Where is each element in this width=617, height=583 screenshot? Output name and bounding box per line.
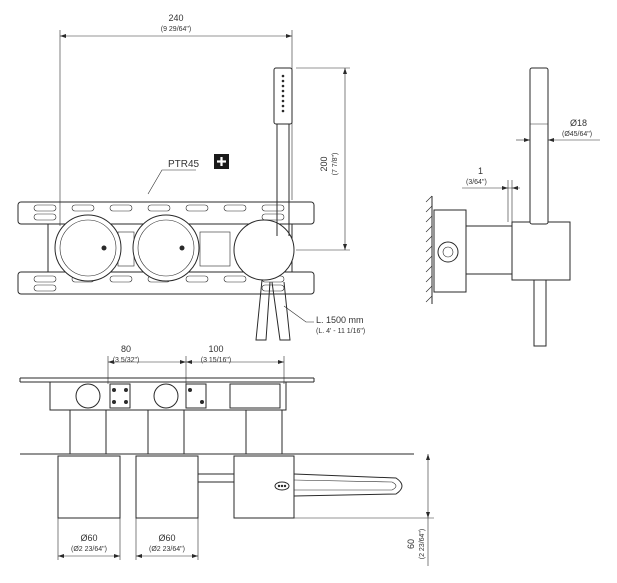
width-dimension-inch: (9 29/64"): [161, 26, 192, 33]
side-view: Ø18 (Ø45/64") 1 (3/64"): [425, 67, 600, 347]
mixer-handle-1: [54, 214, 122, 282]
shower-height-label: 200: [319, 156, 329, 171]
shower-height-inch: (7 7/8"): [332, 153, 339, 176]
handle-diameter-1-label: Ø60: [80, 533, 97, 543]
hand-shower-holder: [233, 219, 295, 281]
center-distance-2-inch: (3 15/16"): [201, 357, 232, 364]
center-distance-1-inch: (3 5/32"): [113, 357, 140, 364]
part-code-label: PTR45: [168, 159, 200, 170]
hose-length-inch: (L. 4' - 11 1/16"): [316, 328, 365, 335]
handle-diameter-2-label: Ø60: [158, 533, 175, 543]
center-distance-1-label: 80: [121, 344, 131, 354]
top-holder: [233, 455, 295, 519]
mixer-handle-2: [132, 214, 200, 282]
top-view: 80 (3 5/32") 100 (3 15/16") Ø60 (Ø2 23/6…: [19, 344, 434, 566]
top-handle-1: [57, 455, 121, 519]
side-handle: [511, 221, 571, 281]
top-hand-shower: [293, 473, 403, 497]
handle-depth-label: 60: [406, 539, 416, 549]
top-handle-2: [135, 455, 199, 519]
gap-dimension-label: 1: [478, 166, 483, 176]
width-dimension-label: 240: [168, 13, 183, 23]
shower-diameter-inch: (Ø45/64"): [562, 131, 592, 138]
handle-depth-inch: (2 23/64"): [419, 529, 426, 560]
shower-hose: [255, 279, 271, 341]
shower-diameter-label: Ø18: [570, 118, 587, 128]
handle-diameter-2-inch: (Ø2 23/64"): [149, 546, 185, 553]
side-hand-shower: [529, 67, 549, 225]
hose-length-label: L. 1500 mm: [316, 315, 364, 325]
front-view: 240 (9 29/64"): [17, 13, 365, 341]
gap-dimension-inch: (3/64"): [466, 179, 487, 186]
center-distance-2-label: 100: [208, 344, 223, 354]
handle-diameter-1-inch: (Ø2 23/64"): [71, 546, 107, 553]
